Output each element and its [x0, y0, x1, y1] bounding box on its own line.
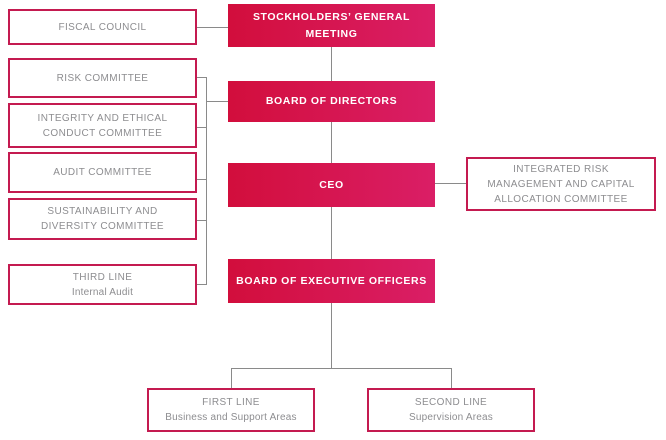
connector-junction-to-second-line: [451, 368, 452, 388]
node-risk-committee: RISK COMMITTEE: [8, 58, 197, 98]
node-audit-committee: AUDIT COMMITTEE: [8, 152, 197, 193]
node-label: BOARD OF DIRECTORS: [265, 95, 398, 108]
connector-stub-risk: [197, 77, 206, 78]
node-integrated-risk-management-committee: INTEGRATED RISK MANAGEMENT AND CAPITAL A…: [466, 157, 656, 211]
connector-stub-sustainability: [197, 220, 206, 221]
connector-ceo-to-exec: [331, 207, 332, 259]
connector-committee-trunk: [206, 77, 207, 285]
node-fiscal-council: FISCAL COUNCIL: [8, 9, 197, 45]
connector-stub-third-line: [197, 284, 206, 285]
node-first-line: FIRST LINE Business and Support Areas: [147, 388, 315, 432]
connector-stockholders-to-board: [331, 47, 332, 81]
node-integrity-ethical-conduct-committee: INTEGRITY AND ETHICAL CONDUCT COMMITTEE: [8, 103, 197, 148]
connector-board-to-ceo: [331, 122, 332, 163]
connector-exec-to-junction: [331, 303, 332, 368]
connector-fiscal-to-stockholders: [197, 27, 228, 28]
node-label: INTEGRITY AND ETHICAL CONDUCT COMMITTEE: [37, 112, 168, 139]
node-ceo: CEO: [228, 163, 435, 207]
connector-stub-integrity: [197, 127, 206, 128]
connector-junction-to-first-line: [231, 368, 232, 388]
node-label: RISK COMMITTEE: [56, 72, 149, 84]
node-label: BOARD OF EXECUTIVE OFFICERS: [236, 274, 427, 287]
connector-junction-bar: [231, 368, 452, 369]
connector-trunk-to-board: [206, 101, 228, 102]
node-sublabel: Supervision Areas: [408, 412, 493, 423]
node-second-line: SECOND LINE Supervision Areas: [367, 388, 535, 432]
node-label: THIRD LINE: [72, 271, 133, 283]
node-label: FIRST LINE: [202, 397, 260, 408]
node-label: INTEGRATED RISK MANAGEMENT AND CAPITAL A…: [487, 163, 635, 205]
node-label: AUDIT COMMITTEE: [53, 167, 152, 178]
node-sublabel: Internal Audit: [71, 286, 134, 298]
node-board-of-directors: BOARD OF DIRECTORS: [228, 81, 435, 122]
node-board-of-executive-officers: BOARD OF EXECUTIVE OFFICERS: [228, 259, 435, 303]
node-sustainability-diversity-committee: SUSTAINABILITY AND DIVERSITY COMMITTEE: [8, 198, 197, 240]
node-label: STOCKHOLDERS’ GENERAL MEETING: [252, 11, 411, 40]
node-label: CEO: [319, 178, 344, 191]
connector-ceo-to-integrated: [435, 183, 466, 184]
node-label: FISCAL COUNCIL: [58, 21, 147, 33]
connector-stub-audit: [197, 179, 206, 180]
node-third-line: THIRD LINE Internal Audit: [8, 264, 197, 305]
node-label: SECOND LINE: [414, 397, 488, 408]
node-label: SUSTAINABILITY AND DIVERSITY COMMITTEE: [41, 206, 164, 232]
node-stockholders-general-meeting: STOCKHOLDERS’ GENERAL MEETING: [228, 4, 435, 47]
node-sublabel: Business and Support Areas: [165, 412, 297, 423]
